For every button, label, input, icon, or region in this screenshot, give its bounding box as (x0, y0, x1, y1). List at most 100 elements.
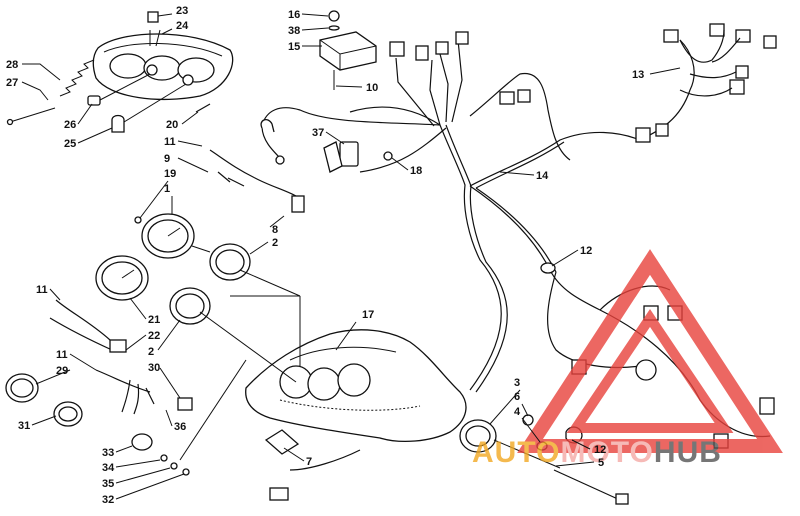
dash-panel (245, 329, 467, 442)
callout-11: 11 (36, 284, 48, 296)
callout-leader-19 (139, 180, 169, 219)
callout-33: 33 (102, 447, 114, 459)
watermark-triangle (517, 249, 783, 453)
callout-28: 28 (6, 59, 18, 71)
callout-leader-7 (283, 447, 305, 462)
callout-21: 21 (148, 314, 160, 326)
callout-19: 19 (164, 168, 176, 180)
callout-leader-16 (301, 13, 329, 17)
callout-leader-28 (22, 63, 61, 81)
callout-25: 25 (64, 138, 76, 150)
callout-leader-22 (125, 334, 147, 351)
speedometer (134, 213, 211, 259)
headlight-lead (195, 103, 211, 113)
callout-36: 36 (174, 421, 186, 433)
callout-4: 4 (514, 406, 521, 418)
callout-17: 17 (362, 309, 374, 321)
callout-15: 15 (288, 41, 300, 53)
callout-34: 34 (102, 462, 115, 474)
watermark-hub: HUB (654, 436, 722, 469)
speedometer-cable (553, 469, 629, 505)
callout-16: 16 (288, 9, 300, 21)
callout-leader-36 (165, 409, 173, 427)
callout-7: 7 (306, 456, 312, 468)
harness-clamp (540, 262, 556, 274)
small-indicator-gauge (5, 373, 39, 403)
callout-leader-32 (115, 473, 185, 500)
callout-35: 35 (102, 478, 114, 490)
pigtail-connector-lower (177, 397, 193, 411)
harness-branch-13 (679, 29, 741, 97)
pigtail-connector-upper (291, 195, 305, 213)
callout-leader-21 (129, 297, 147, 320)
callout-23: 23 (176, 5, 188, 17)
warning-decal (264, 429, 300, 455)
callout-leader-23 (157, 13, 173, 17)
svg-text:AUTOMOTOHUB: AUTOMOTOHUB (472, 436, 722, 469)
callout-24: 24 (176, 20, 189, 32)
callout-9: 9 (164, 153, 170, 165)
callout-leader-2 (249, 241, 269, 255)
watermark-auto: AUTO (472, 436, 560, 469)
callout-13: 13 (632, 69, 644, 81)
callout-5: 5 (598, 457, 604, 469)
callouts-layer: 2324282726252016381510371813141211919182… (6, 5, 681, 506)
gauge-bezel-ring-lower (169, 287, 211, 325)
callout-38: 38 (288, 25, 300, 37)
callout-26: 26 (64, 119, 76, 131)
callout-leader-12 (571, 439, 591, 450)
bulb-connector (111, 83, 187, 133)
callout-12: 12 (594, 444, 606, 456)
callout-2: 2 (148, 346, 154, 358)
callout-leader-29 (35, 369, 71, 385)
callout-11: 11 (164, 136, 176, 148)
gauge-pigtail-left (49, 299, 113, 351)
callout-leader-18 (391, 157, 409, 171)
callout-leader-5 (555, 461, 595, 467)
pigtail-connector-left (109, 339, 127, 353)
voltage-regulator (319, 10, 377, 90)
callout-leader-6 (521, 403, 529, 417)
callout-leader-9 (177, 157, 209, 173)
callout-8: 8 (272, 224, 278, 236)
callout-leader-25 (77, 127, 113, 144)
watermark-logo: AUTOMOTOHUB (472, 249, 783, 469)
gauge-mount-hardware (131, 433, 190, 476)
callout-leader-30 (159, 367, 181, 399)
callout-leader-34 (115, 459, 161, 468)
callout-leader-3 (489, 389, 521, 425)
callout-27: 27 (6, 77, 18, 89)
callout-leader-8 (269, 215, 285, 228)
callout-leader-13 (649, 67, 681, 75)
headlight-bolt (6, 107, 56, 126)
callout-10: 10 (366, 82, 378, 94)
callout-6: 6 (514, 391, 520, 403)
callout-leader-17 (335, 321, 357, 351)
callout-2: 2 (272, 237, 278, 249)
dash-pigtail (289, 449, 361, 471)
callout-14: 14 (536, 170, 549, 182)
callout-32: 32 (102, 494, 114, 506)
headlight-assembly (92, 11, 234, 101)
callout-leader-38 (301, 27, 329, 31)
callout-leader-31 (31, 415, 57, 426)
callout-22: 22 (148, 330, 160, 342)
callout-1: 1 (164, 183, 170, 195)
callout-leader-37 (325, 131, 345, 145)
callout-leader-27 (21, 81, 49, 101)
callout-leader-33 (115, 445, 133, 453)
callout-37: 37 (312, 127, 324, 139)
callout-leader-11 (49, 288, 61, 301)
callout-leader-11 (69, 353, 97, 371)
callout-leader-2 (157, 319, 181, 351)
callout-11: 11 (56, 349, 68, 361)
headlight-spring (59, 59, 95, 97)
callout-leader-14 (499, 171, 535, 176)
bulb-socket (87, 73, 151, 106)
callout-leader-12 (551, 249, 579, 267)
callout-31: 31 (18, 420, 30, 432)
callout-leader-10 (335, 85, 363, 88)
callout-3: 3 (514, 377, 520, 389)
callout-leader-35 (115, 467, 171, 484)
callout-30: 30 (148, 362, 160, 374)
